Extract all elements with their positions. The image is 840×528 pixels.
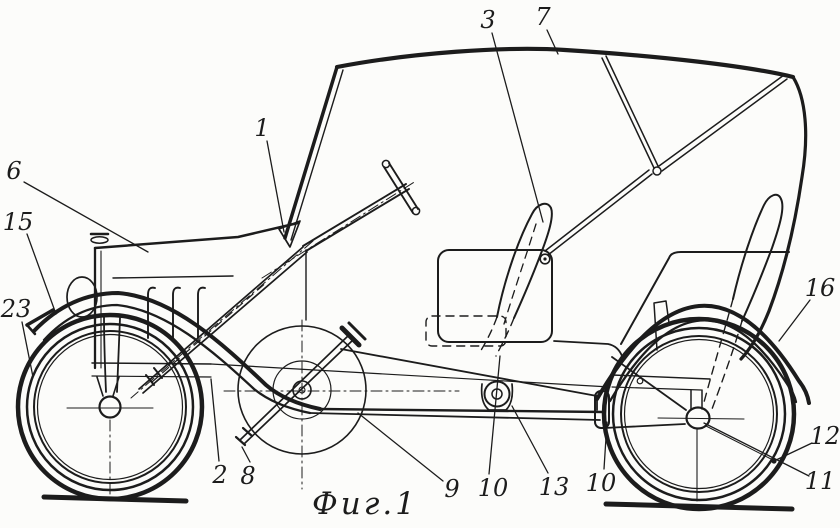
frame-bolt-hole [636,377,644,385]
fork-bracket [96,376,120,397]
rod-joint [145,367,163,386]
drive-arm [340,348,598,411]
front-seat-panel [437,249,553,343]
callout-leader-7 [546,29,559,55]
callout-label-13: 13 [539,473,570,501]
callout-label-16: 16 [805,274,836,302]
engine-hood [89,220,307,370]
rear-seat-panel [620,251,790,345]
swingarm-lower [603,423,686,429]
callout-label-23: 23 [0,295,31,323]
callout-leader-13 [511,405,549,474]
top-bow [601,55,659,169]
flywheel [223,319,460,490]
chassis-frame [91,348,611,421]
front-fender [25,276,322,415]
callout-leader-9 [357,412,444,482]
callout-leader-11 [703,422,810,477]
callout-label-2: 2 [211,461,227,489]
callout-leader-6 [23,181,149,253]
roller-bracket [480,383,514,411]
lever-clamp [234,426,254,447]
seat-cushion [425,315,507,347]
front-hub [98,395,122,419]
front-backrest [496,202,553,319]
headlamp [66,276,98,318]
tiller-knob [411,206,421,216]
steering-rod [138,246,308,394]
pedal [339,325,362,348]
callout-leader-23 [21,321,34,378]
callout-leader-8 [241,446,251,463]
callout-label-15: 15 [3,208,34,236]
fender-flap [653,300,670,351]
callout-label-10: 10 [478,474,509,502]
tiller-bar [383,162,419,214]
rear-backrest [732,193,784,322]
callout-label-6: 6 [6,157,21,185]
rear-seat [620,193,790,410]
callout-leader-10 [488,355,501,475]
callout-label-12: 12 [810,422,840,450]
callout-leader-2 [210,378,220,462]
callout-label-9: 9 [444,475,459,503]
pedal-lever [234,321,367,447]
top-link [544,169,653,256]
callout-leader-1 [266,140,285,233]
hood-louver [147,286,156,339]
callout-label-11: 11 [805,467,836,495]
front-fork [103,314,107,393]
front-wheel [15,312,205,502]
folding-top [334,46,808,361]
callout-label-3: 3 [480,6,495,34]
top-stay [658,74,788,172]
front-seat [425,202,670,357]
callout-leader-12 [773,442,813,462]
fender-lip [25,308,55,327]
axle-post [690,389,703,410]
steering-tiller [130,159,421,399]
tiller-knob [381,159,391,169]
link-bolt [539,253,551,265]
callout-leader-10 [603,421,608,470]
callout-leader-15 [26,233,57,315]
callout-label-10: 10 [586,469,617,497]
body-sill [553,340,623,357]
rear-fender [595,303,811,405]
steering-column [302,183,410,252]
hood-louver [172,286,181,339]
callout-label-7: 7 [535,3,551,31]
hood-crease [112,275,234,279]
rear-frame [594,356,711,429]
swingarm-upper [611,356,687,411]
windshield [283,65,344,241]
rear-wheel [601,316,797,512]
callout-label-8: 8 [240,462,255,490]
figure-caption: Фиг.1 [312,486,418,522]
callout-leader-3 [491,32,544,223]
rear-edge [739,75,808,361]
top-cover [334,46,796,80]
hood-louver [197,286,206,339]
callout-label-1: 1 [254,114,269,142]
bow-pivot [652,166,662,176]
hood-top [93,221,300,250]
callout-leader-16 [778,299,811,342]
